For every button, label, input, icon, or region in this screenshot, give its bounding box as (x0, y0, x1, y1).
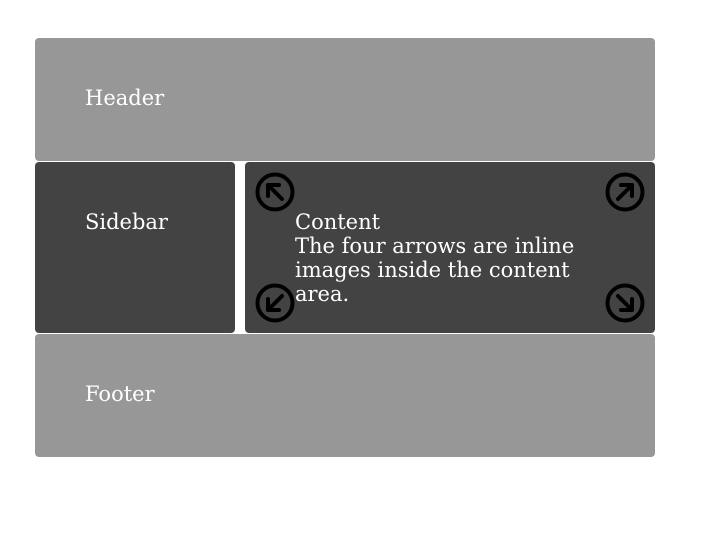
arrow-down-left-icon (254, 282, 296, 324)
header: Header (35, 38, 655, 161)
footer: Footer (35, 334, 655, 457)
content-description: The four arrows are inline images inside… (295, 234, 575, 306)
arrow-down-right-icon (604, 282, 646, 324)
sidebar-label: Sidebar (85, 210, 168, 234)
footer-label: Footer (85, 382, 155, 406)
arrow-up-right-icon (604, 171, 646, 213)
arrow-up-left-icon (254, 171, 296, 213)
content-title: Content (295, 210, 381, 234)
header-label: Header (85, 86, 165, 110)
content-text: Content The four arrows are inline image… (295, 210, 615, 306)
sidebar: Sidebar (35, 162, 235, 333)
content-area: Content The four arrows are inline image… (245, 162, 655, 333)
